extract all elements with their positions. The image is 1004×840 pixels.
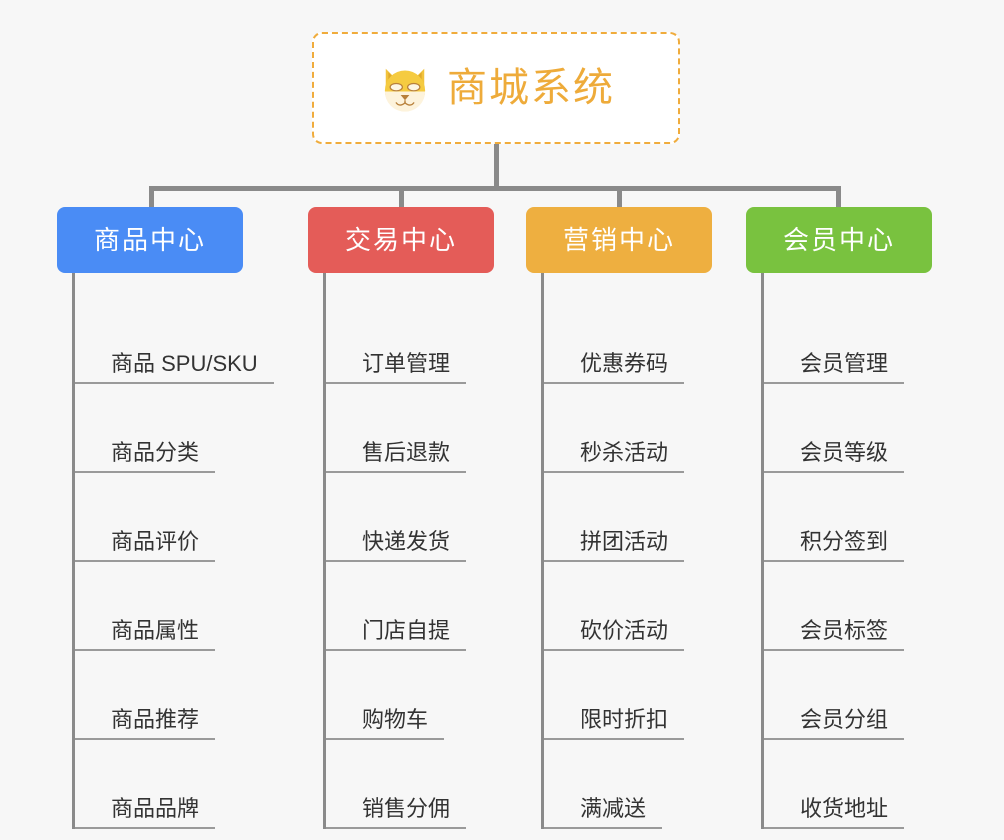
leaf-label: 拼团活动 <box>544 529 685 562</box>
root-title: 商城系统 <box>447 66 615 110</box>
leaf-label: 砍价活动 <box>544 618 685 651</box>
leaf-label: 商品评价 <box>75 529 216 562</box>
category-box-product[interactable]: 商品中心 <box>57 207 243 273</box>
branch-drop-connector <box>836 186 841 211</box>
category-label: 会员中心 <box>782 225 895 255</box>
leaf-label: 收货地址 <box>764 796 905 829</box>
list-item[interactable]: 购物车 <box>326 651 528 740</box>
list-item[interactable]: 售后退款 <box>326 384 528 473</box>
list-item[interactable]: 会员管理 <box>764 295 966 384</box>
leaf-label: 商品分类 <box>75 440 216 473</box>
root-node[interactable]: 商城系统 <box>312 32 680 144</box>
branch-drop-connector <box>617 186 622 211</box>
branch-column-trade: 交易中心 订单管理 售后退款 快递发货 门店自提 购物车 销售分佣 <box>308 207 528 829</box>
category-label: 营销中心 <box>562 225 675 255</box>
leaf-label: 会员管理 <box>764 351 905 384</box>
list-item[interactable]: 会员标签 <box>764 562 966 651</box>
list-item[interactable]: 拼团活动 <box>544 473 746 562</box>
list-item[interactable]: 会员分组 <box>764 651 966 740</box>
list-item[interactable]: 会员等级 <box>764 384 966 473</box>
list-item[interactable]: 快递发货 <box>326 473 528 562</box>
category-box-trade[interactable]: 交易中心 <box>308 207 494 273</box>
branch-column-marketing: 营销中心 优惠券码 秒杀活动 拼团活动 砍价活动 限时折扣 满减送 <box>526 207 746 829</box>
leaf-label: 订单管理 <box>326 351 467 384</box>
leaf-label: 门店自提 <box>326 618 467 651</box>
branch-drop-connector <box>399 186 404 211</box>
leaf-list-product: 商品 SPU/SKU 商品分类 商品评价 商品属性 商品推荐 商品品牌 <box>72 273 277 829</box>
category-label: 交易中心 <box>344 225 457 255</box>
leaf-label: 快递发货 <box>326 529 467 562</box>
leaf-label: 购物车 <box>326 707 445 740</box>
leaf-label: 限时折扣 <box>544 707 685 740</box>
category-box-member[interactable]: 会员中心 <box>746 207 932 273</box>
leaf-label: 商品品牌 <box>75 796 216 829</box>
list-item[interactable]: 商品推荐 <box>75 651 277 740</box>
leaf-label: 优惠券码 <box>544 351 685 384</box>
shiba-dog-icon <box>384 68 426 112</box>
branch-drop-connector <box>149 186 154 211</box>
list-item[interactable]: 限时折扣 <box>544 651 746 740</box>
list-item[interactable]: 秒杀活动 <box>544 384 746 473</box>
list-item[interactable]: 销售分佣 <box>326 740 528 829</box>
leaf-label: 满减送 <box>544 796 663 829</box>
leaf-label: 会员等级 <box>764 440 905 473</box>
leaf-label: 商品推荐 <box>75 707 216 740</box>
list-item[interactable]: 商品 SPU/SKU <box>75 295 277 384</box>
leaf-label: 商品属性 <box>75 618 216 651</box>
list-item[interactable]: 砍价活动 <box>544 562 746 651</box>
list-item[interactable]: 门店自提 <box>326 562 528 651</box>
list-item[interactable]: 商品评价 <box>75 473 277 562</box>
list-item[interactable]: 商品分类 <box>75 384 277 473</box>
list-item[interactable]: 积分签到 <box>764 473 966 562</box>
list-item[interactable]: 优惠券码 <box>544 295 746 384</box>
category-box-marketing[interactable]: 营销中心 <box>526 207 712 273</box>
leaf-label: 积分签到 <box>764 529 905 562</box>
leaf-label: 售后退款 <box>326 440 467 473</box>
leaf-label: 商品 SPU/SKU <box>75 351 274 384</box>
list-item[interactable]: 订单管理 <box>326 295 528 384</box>
leaf-label: 会员分组 <box>764 707 905 740</box>
leaf-label: 销售分佣 <box>326 796 467 829</box>
horizontal-bus-connector <box>149 186 841 191</box>
leaf-list-trade: 订单管理 售后退款 快递发货 门店自提 购物车 销售分佣 <box>323 273 528 829</box>
list-item[interactable]: 收货地址 <box>764 740 966 829</box>
category-label: 商品中心 <box>93 225 206 255</box>
leaf-label: 会员标签 <box>764 618 905 651</box>
branch-column-member: 会员中心 会员管理 会员等级 积分签到 会员标签 会员分组 收货地址 <box>746 207 966 829</box>
list-item[interactable]: 商品品牌 <box>75 740 277 829</box>
list-item[interactable]: 满减送 <box>544 740 746 829</box>
leaf-list-marketing: 优惠券码 秒杀活动 拼团活动 砍价活动 限时折扣 满减送 <box>541 273 746 829</box>
leaf-label: 秒杀活动 <box>544 440 685 473</box>
list-item[interactable]: 商品属性 <box>75 562 277 651</box>
branch-column-product: 商品中心 商品 SPU/SKU 商品分类 商品评价 商品属性 商品推荐 商品品牌 <box>57 207 277 829</box>
leaf-list-member: 会员管理 会员等级 积分签到 会员标签 会员分组 收货地址 <box>761 273 966 829</box>
root-stem-connector <box>494 144 499 189</box>
